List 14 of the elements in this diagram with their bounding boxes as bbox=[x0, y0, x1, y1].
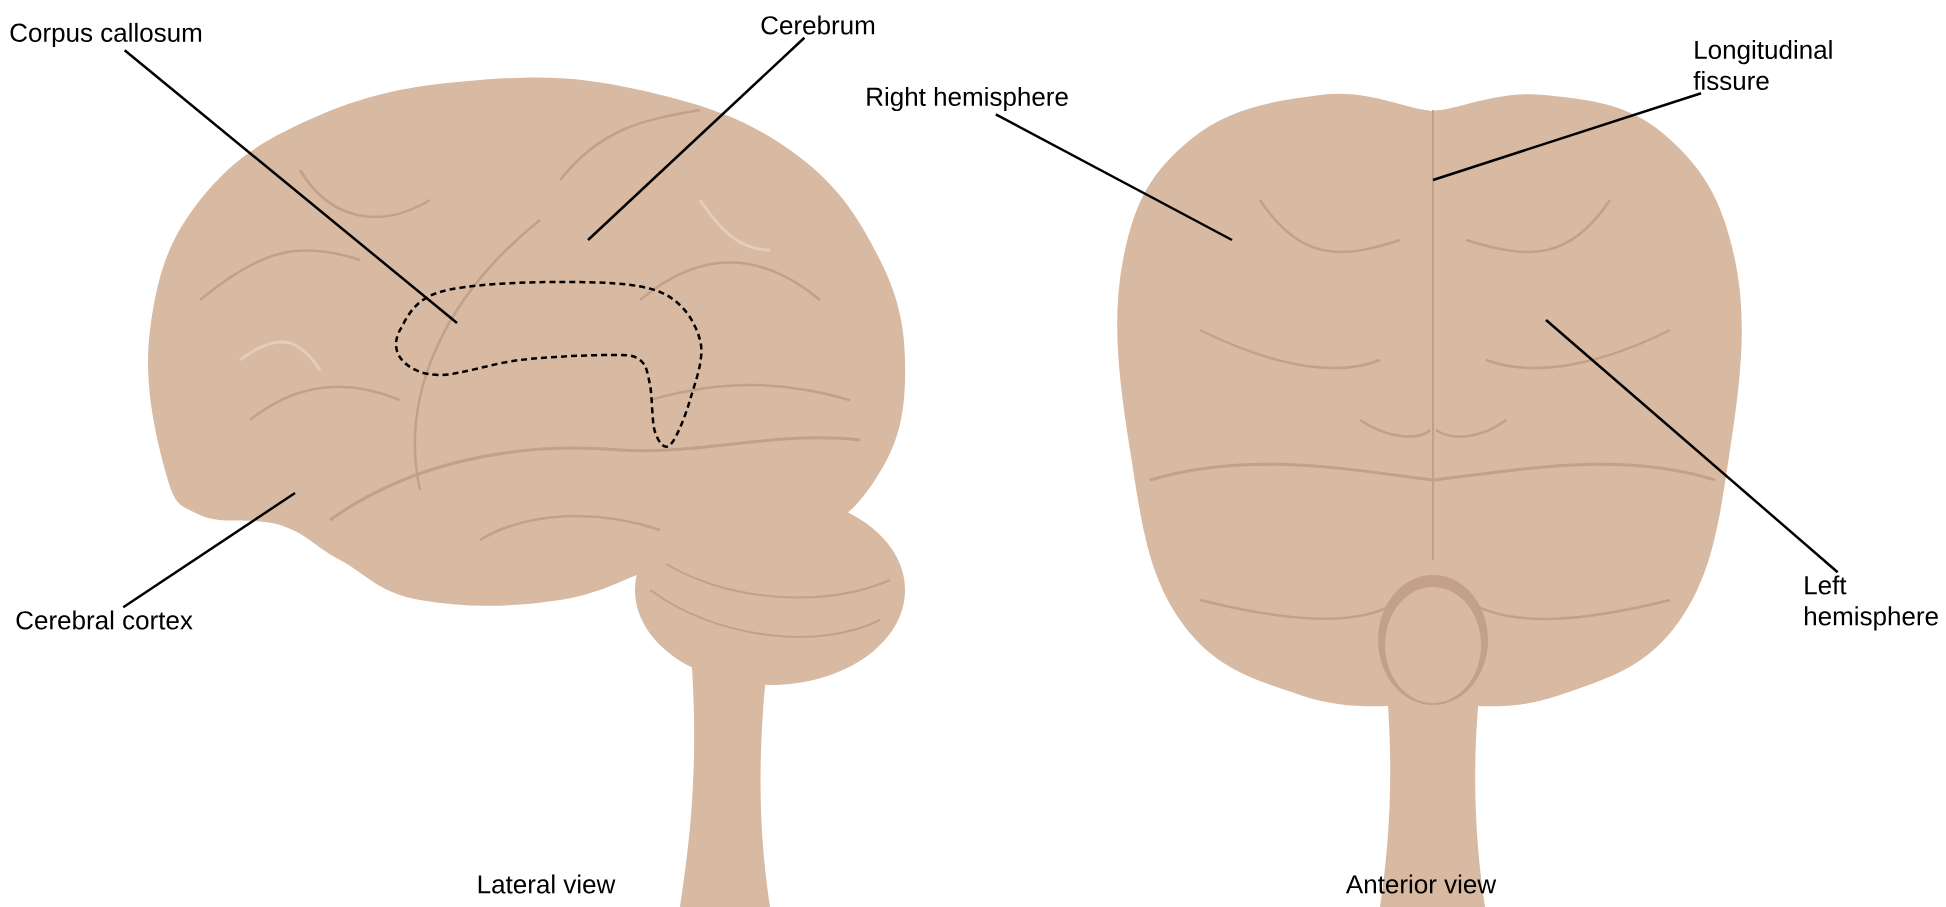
leader-line bbox=[587, 36, 806, 241]
leader-line bbox=[123, 49, 458, 324]
view-caption: Anterior view bbox=[1345, 874, 1497, 894]
part-label: Right hemisphere bbox=[867, 86, 1068, 112]
leader-line bbox=[1432, 92, 1702, 182]
leader-line bbox=[1545, 319, 1839, 574]
view-caption: Lateral view bbox=[478, 874, 616, 894]
part-label: Longitudinal fissure bbox=[1693, 39, 1832, 91]
part-label: Cerebrum bbox=[761, 15, 875, 35]
part-label: Corpus callosum bbox=[10, 22, 202, 48]
part-label: Cerebral cortex bbox=[16, 610, 193, 630]
leader-line bbox=[122, 491, 296, 609]
part-label: Left hemisphere bbox=[1805, 575, 1938, 631]
leader-line bbox=[995, 113, 1233, 242]
